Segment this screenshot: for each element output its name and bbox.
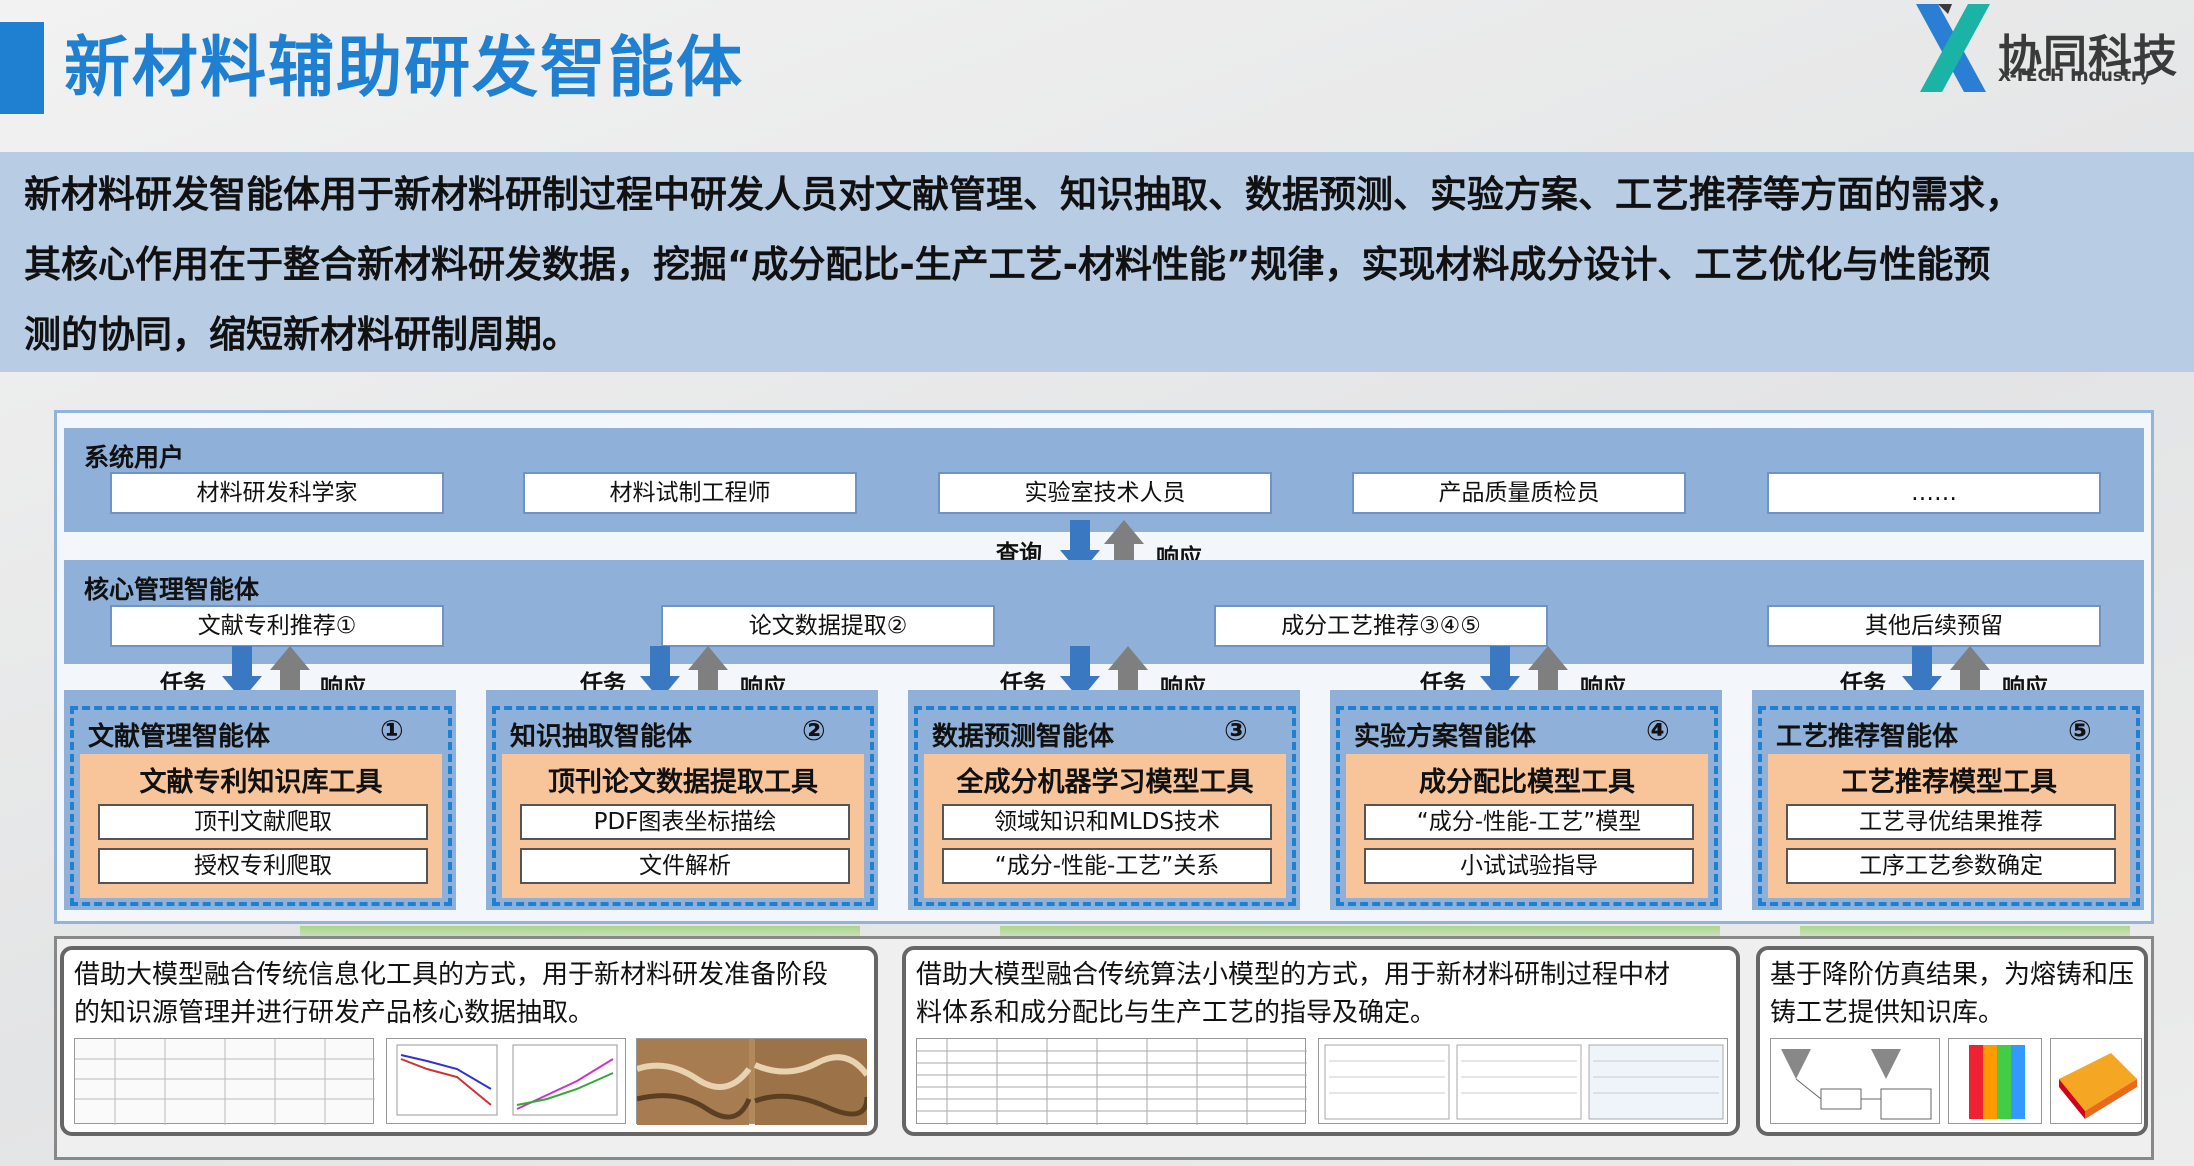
page-title: 新材料辅助研发智能体 [64, 29, 744, 106]
core-band-label: 核心管理智能体 [84, 575, 260, 604]
tool-item: 工序工艺参数确定 [1786, 848, 2116, 884]
tool-panel: 成分配比模型工具 “成分-性能-工艺”模型 小试试验指导 [1346, 754, 1708, 898]
casting-thumbnail [2050, 1038, 2142, 1124]
company-logo: 协同科技 X-TECH Industry [1908, 0, 2194, 100]
form-layout-icon [1324, 1044, 1724, 1120]
down-arrow-icon [1480, 646, 1520, 700]
agent-number: ① [380, 714, 404, 747]
tool-item: 文件解析 [520, 848, 850, 884]
plot-thumbnail [386, 1038, 626, 1124]
agent-title: 知识抽取智能体 [510, 722, 693, 752]
core-function-box: 文献专利推荐① [110, 605, 444, 647]
agent-title: 实验方案智能体 [1354, 722, 1537, 752]
agent-knowledge-extraction: 知识抽取智能体 ② 顶刊论文数据提取工具 PDF图表坐标描绘 文件解析 [492, 706, 874, 906]
card-text: 借助大模型融合传统信息化工具的方式，用于新材料研发准备阶段 的知识源管理并进行研… [74, 956, 828, 1032]
card-text: 借助大模型融合传统算法小模型的方式，用于新材料研制过程中材 料体系和成分配比与生… [916, 956, 1670, 1032]
agent-number: ② [802, 714, 826, 747]
tool-item: 授权专利爬取 [98, 848, 428, 884]
user-role-box: 材料研发科学家 [110, 472, 444, 514]
core-function-box: 其他后续预留 [1767, 605, 2101, 647]
core-function-box: 成分工艺推荐③④⑤ [1214, 605, 1548, 647]
card-line: 借助大模型融合传统信息化工具的方式，用于新材料研发准备阶段 [74, 960, 829, 990]
card-line: 铸工艺提供知识库。 [1770, 998, 2005, 1028]
logo-english-name: X-TECH Industry [1998, 66, 2151, 86]
down-arrow-icon [1902, 646, 1942, 700]
description-line-3: 测的协同，缩短新材料研制周期。 [24, 313, 579, 356]
card-line: 料体系和成分配比与生产工艺的指导及确定。 [916, 998, 1437, 1028]
agent-data-prediction: 数据预测智能体 ③ 全成分机器学习模型工具 领域知识和MLDS技术 “成分-性能… [914, 706, 1296, 906]
up-arrow-icon [1950, 646, 1990, 700]
tool-item: “成分-性能-工艺”关系 [942, 848, 1272, 884]
down-arrow-icon [222, 646, 262, 700]
tool-item: 工艺寻优结果推荐 [1786, 804, 2116, 840]
tool-title: 顶刊论文数据提取工具 [548, 767, 818, 798]
down-arrow-icon [1060, 646, 1100, 700]
description-line-2: 其核心作用在于整合新材料研发数据，挖掘“成分配比-生产工艺-材料性能”规律，实现… [24, 243, 1991, 286]
tool-title: 全成分机器学习模型工具 [956, 767, 1254, 798]
table-grid-icon [75, 1039, 375, 1125]
x-logo-icon [1916, 4, 1990, 92]
simulation-thumbnail [1948, 1038, 2042, 1124]
form-thumbnail [1318, 1038, 1728, 1124]
user-role-box: 实验室技术人员 [938, 472, 1272, 514]
card-line: 基于降阶仿真结果，为熔铸和压 [1770, 960, 2135, 990]
tool-title: 工艺推荐模型工具 [1841, 767, 2057, 798]
user-role-box: …… [1767, 472, 2101, 514]
agent-experiment-plan: 实验方案智能体 ④ 成分配比模型工具 “成分-性能-工艺”模型 小试试验指导 [1336, 706, 1718, 906]
user-role-box: 产品质量质检员 [1352, 472, 1686, 514]
users-band-label: 系统用户 [84, 443, 185, 472]
description-card-3: 基于降阶仿真结果，为熔铸和压 铸工艺提供知识库。 [1756, 946, 2148, 1136]
title-accent-bar [0, 22, 44, 114]
description-card-2: 借助大模型融合传统算法小模型的方式，用于新材料研制过程中材 料体系和成分配比与生… [902, 946, 1740, 1136]
description-panel [0, 152, 2194, 372]
table-grid-icon [917, 1039, 1307, 1125]
card-line: 的知识源管理并进行研发产品核心数据抽取。 [74, 998, 595, 1028]
tool-panel: 工艺推荐模型工具 工艺寻优结果推荐 工序工艺参数确定 [1768, 754, 2130, 898]
tool-item: 小试试验指导 [1364, 848, 1694, 884]
tool-title: 成分配比模型工具 [1419, 767, 1635, 798]
tool-panel: 全成分机器学习模型工具 领域知识和MLDS技术 “成分-性能-工艺”关系 [924, 754, 1286, 898]
casting-model-icon [2059, 1053, 2137, 1119]
line-plot-icon [396, 1044, 618, 1116]
data-table-thumbnail [916, 1038, 1307, 1125]
flowchart-icon [1781, 1049, 1932, 1120]
agent-process-recommendation: 工艺推荐智能体 ⑤ 工艺推荐模型工具 工艺寻优结果推荐 工序工艺参数确定 [1758, 706, 2140, 906]
up-arrow-icon [1108, 646, 1148, 700]
agent-title: 数据预测智能体 [932, 722, 1115, 752]
tool-item: PDF图表坐标描绘 [520, 804, 850, 840]
agent-number: ④ [1646, 714, 1670, 747]
micrograph-icon [636, 1039, 870, 1125]
agent-literature: 文献管理智能体 ① 文献专利知识库工具 顶刊文献爬取 授权专利爬取 [70, 706, 452, 906]
micrograph-thumbnail [636, 1038, 870, 1125]
description-card-1: 借助大模型融合传统信息化工具的方式，用于新材料研发准备阶段 的知识源管理并进行研… [60, 946, 878, 1136]
card-text: 基于降阶仿真结果，为熔铸和压 铸工艺提供知识库。 [1770, 956, 2134, 1032]
tool-item: 领域知识和MLDS技术 [942, 804, 1272, 840]
agent-number: ③ [1224, 714, 1248, 747]
tool-item: 顶刊文献爬取 [98, 804, 428, 840]
table-thumbnail [74, 1038, 375, 1125]
tool-title: 文献专利知识库工具 [139, 767, 383, 798]
up-arrow-icon [688, 646, 728, 700]
agent-title: 工艺推荐智能体 [1776, 722, 1959, 752]
core-function-box: 论文数据提取② [661, 605, 995, 647]
up-arrow-icon [270, 646, 310, 700]
tool-panel: 顶刊论文数据提取工具 PDF图表坐标描绘 文件解析 [502, 754, 864, 898]
up-arrow-icon [1528, 646, 1568, 700]
description-text: 新材料研发智能体用于新材料研制过程中研发人员对文献管理、知识抽取、数据预测、实验… [24, 160, 2184, 370]
logo-chinese-name: 协同科技 [1998, 31, 2178, 82]
tool-item: “成分-性能-工艺”模型 [1364, 804, 1694, 840]
agent-title: 文献管理智能体 [88, 722, 271, 752]
agent-number: ⑤ [2068, 714, 2092, 747]
description-line-1: 新材料研发智能体用于新材料研制过程中研发人员对文献管理、知识抽取、数据预测、实验… [24, 173, 2022, 216]
tool-panel: 文献专利知识库工具 顶刊文献爬取 授权专利爬取 [80, 754, 442, 898]
heatmap-icon [1969, 1045, 2025, 1119]
card-line: 借助大模型融合传统算法小模型的方式，用于新材料研制过程中材 [916, 960, 1671, 990]
process-diagram-thumbnail [1770, 1038, 1940, 1124]
down-arrow-icon [640, 646, 680, 700]
user-role-box: 材料试制工程师 [523, 472, 857, 514]
